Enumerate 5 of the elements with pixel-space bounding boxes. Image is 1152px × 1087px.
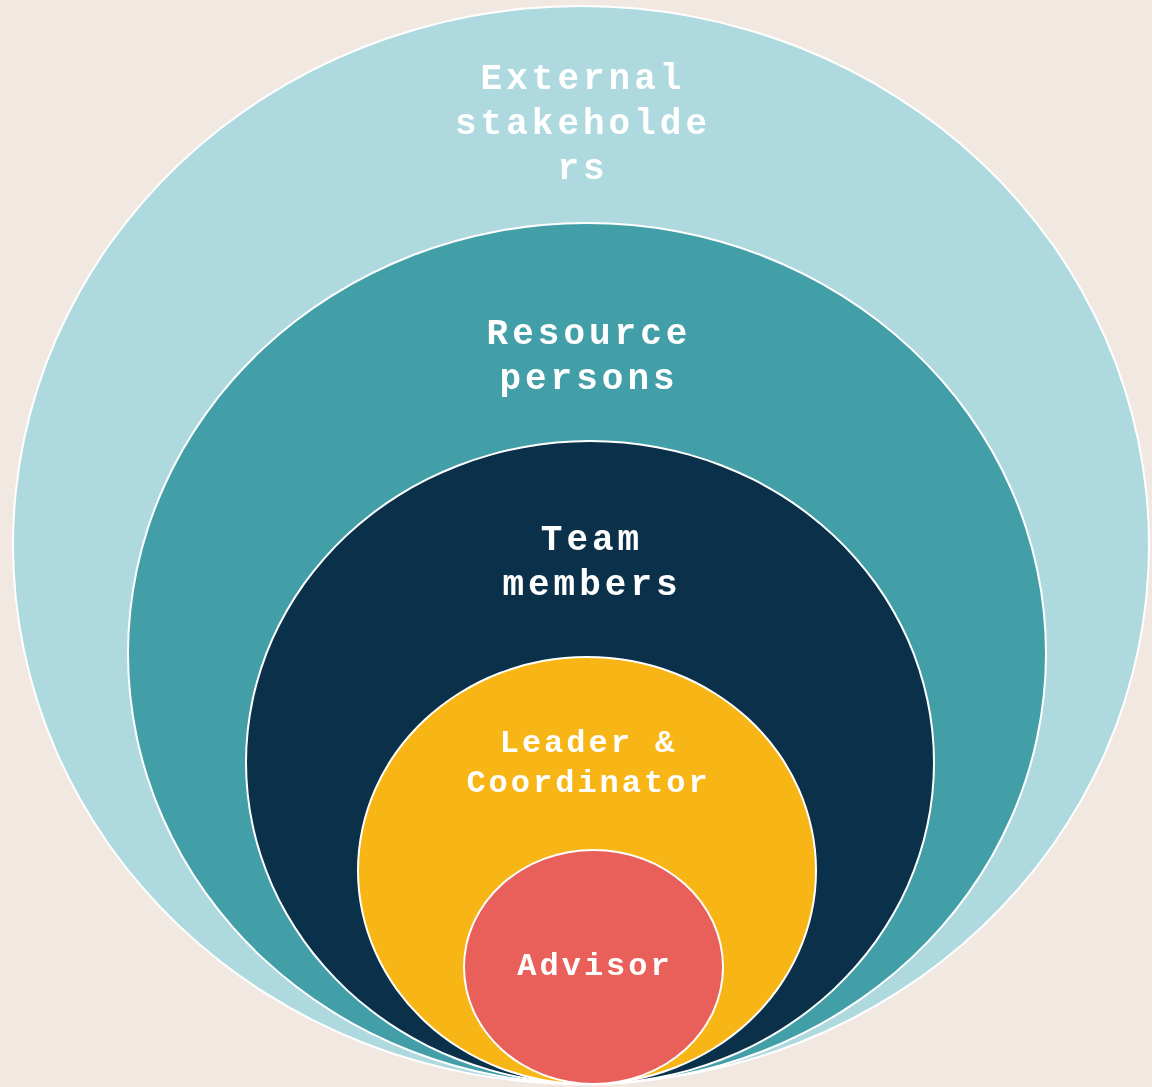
ellipse-label: Advisor <box>516 947 674 987</box>
ellipse-label: External stakeholders <box>453 58 712 192</box>
ellipse-label: Leader & Coordinator <box>465 724 712 804</box>
ellipse-label: Resource persons <box>485 313 693 402</box>
ellipse-label: Team members <box>501 519 683 608</box>
